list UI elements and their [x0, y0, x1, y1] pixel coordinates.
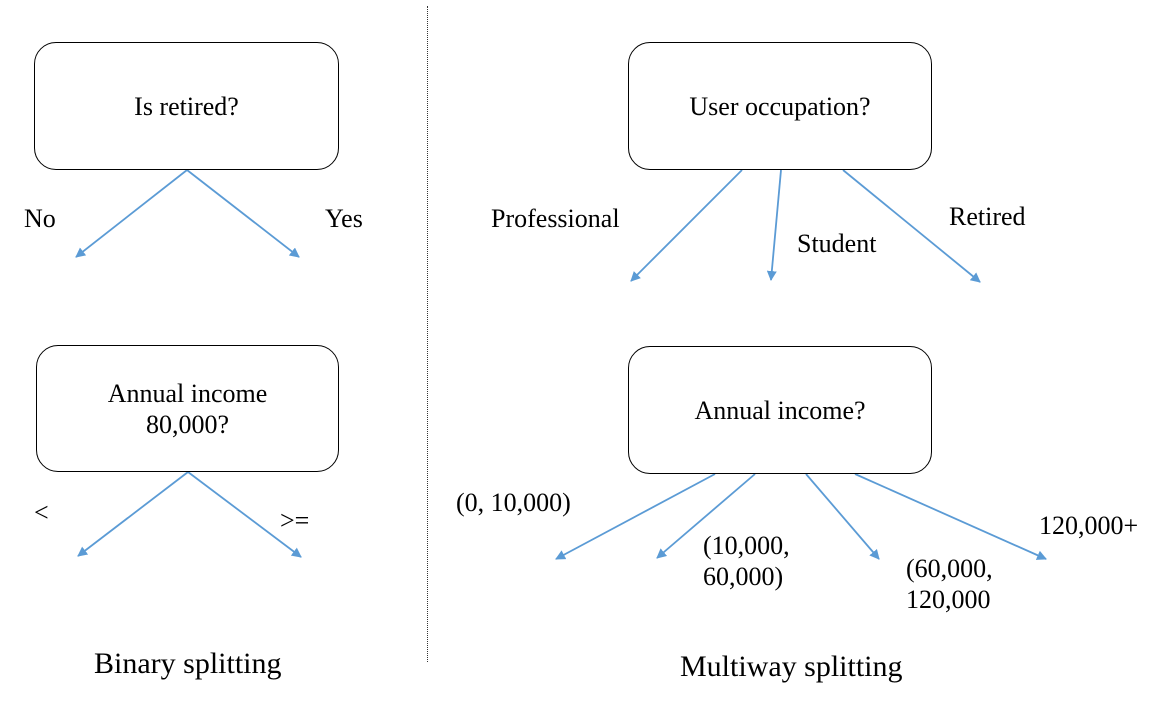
node-annual-income-text: Annual income? — [694, 395, 866, 425]
arrow-student — [766, 169, 782, 281]
branch-label-no: No — [24, 204, 56, 233]
branch-label-0-10000: (0, 10,000) — [456, 488, 571, 517]
branch-label-60000-120000: (60,000, 120,000 — [906, 554, 993, 614]
node-annual-income-80000-line1: Annual income — [107, 378, 268, 408]
arrow-retired — [842, 169, 981, 283]
caption-multiway-splitting: Multiway splitting — [680, 650, 903, 683]
node-is-retired: Is retired? — [34, 42, 339, 170]
branch-label-less-than: < — [34, 498, 49, 527]
section-divider — [427, 6, 428, 662]
arrow-10000-60000 — [656, 473, 756, 559]
arrow-120000-plus — [854, 473, 1047, 560]
arrow-less-than — [77, 471, 189, 557]
caption-binary-splitting: Binary splitting — [94, 647, 282, 680]
node-user-occupation: User occupation? — [628, 42, 932, 170]
branch-label-professional: Professional — [491, 204, 620, 233]
branch-label-retired: Retired — [949, 202, 1026, 231]
branch-label-greater-equal: >= — [280, 506, 310, 535]
branch-label-120000-plus: 120,000+ — [1039, 511, 1139, 540]
arrow-0-10000 — [555, 473, 716, 560]
node-is-retired-text: Is retired? — [134, 91, 239, 121]
node-annual-income: Annual income? — [628, 346, 932, 474]
arrow-60000-120000 — [805, 473, 880, 560]
branch-label-yes: Yes — [325, 204, 363, 233]
arrow-greater-equal — [187, 471, 302, 558]
branch-label-10000-60000: (10,000, 60,000) — [703, 531, 790, 591]
arrow-yes — [186, 169, 300, 258]
node-user-occupation-text: User occupation? — [689, 91, 871, 121]
arrow-no — [75, 169, 188, 258]
node-annual-income-80000: Annual income 80,000? — [36, 345, 339, 472]
branch-label-student: Student — [797, 229, 877, 258]
node-annual-income-80000-line2: 80,000? — [145, 409, 230, 439]
arrow-professional — [630, 169, 743, 282]
